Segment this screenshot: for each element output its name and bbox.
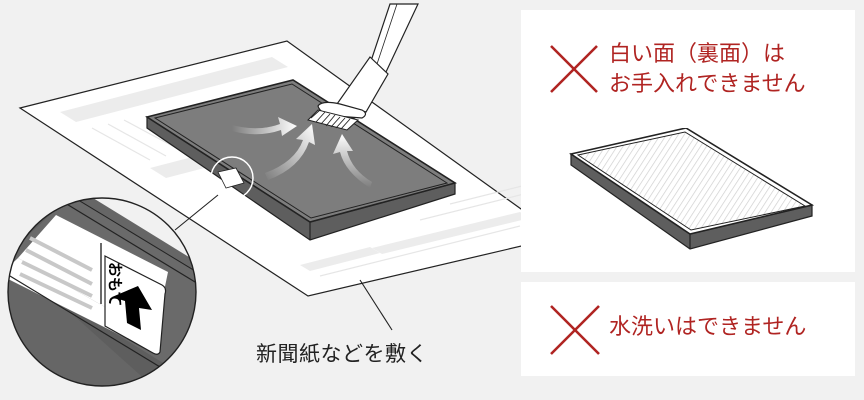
warning-text: 水洗いはできません <box>609 313 806 343</box>
warning-text: 白い面（裏面）は お手入れできません <box>609 40 806 100</box>
warning-line-2: お手入れできません <box>609 72 806 97</box>
cross-mark-icon <box>550 45 598 93</box>
warning-panel-no-wash: 水洗いはできません <box>521 282 855 376</box>
vacuum-nozzle-icon <box>307 3 419 131</box>
warning-line-1: 水洗いはできません <box>609 315 807 340</box>
warning-panel-white-side: 白い面（裏面）は お手入れできません <box>521 10 855 272</box>
cross-mark-icon <box>550 305 600 355</box>
filter-white-side <box>569 128 815 250</box>
warning-line-1: 白い面（裏面）は <box>609 42 786 67</box>
caption-leader-line <box>359 279 393 331</box>
newspaper-caption: 新聞紙などを敷く <box>256 342 428 366</box>
label-text-omote: おもて <box>106 262 124 306</box>
magnifier-circle-icon <box>174 156 254 231</box>
airflow-arrow-icon <box>232 117 372 188</box>
